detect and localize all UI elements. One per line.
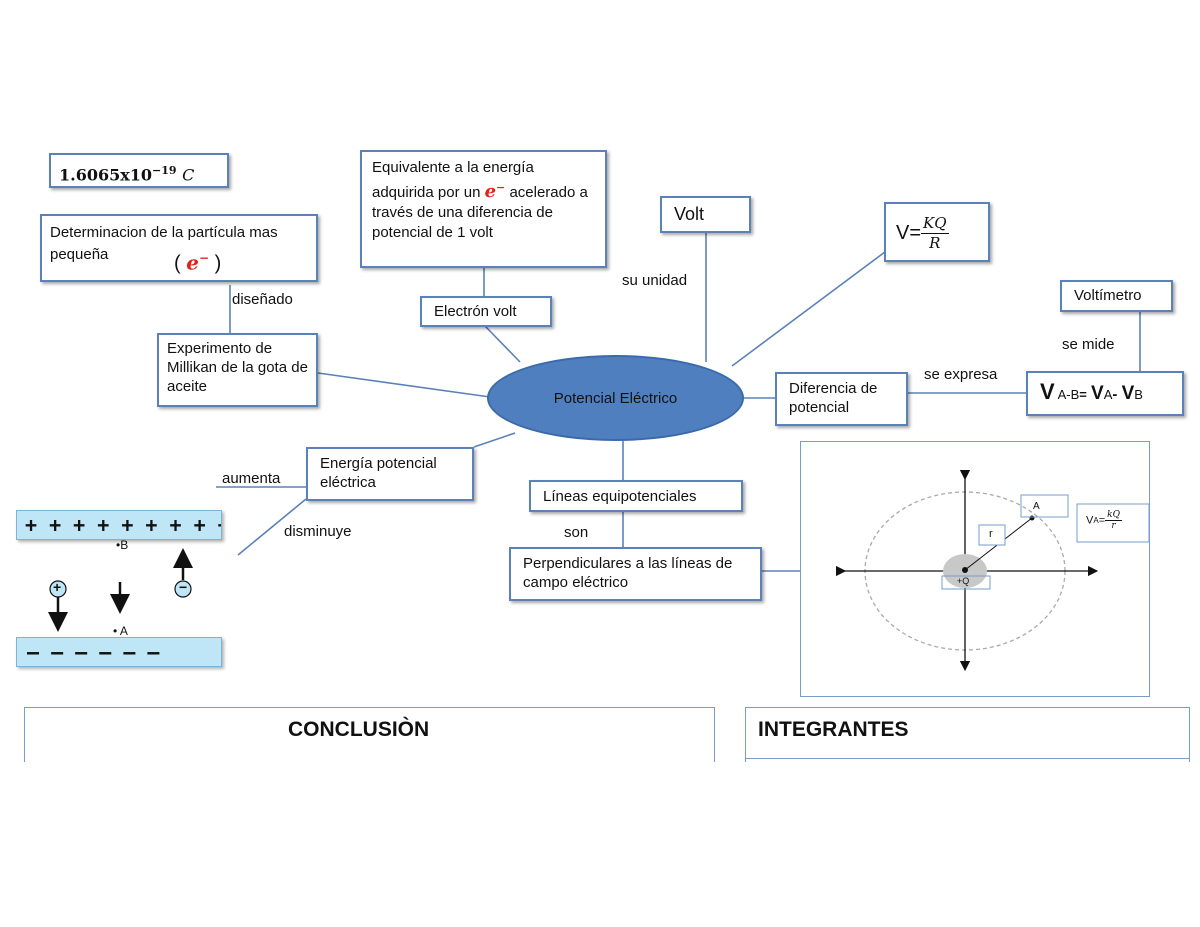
field-formula-den: r (1111, 521, 1116, 531)
point-a-dot (1029, 515, 1035, 521)
vab-sub-b: B (1134, 387, 1143, 402)
equivalente-text-1: Equivalente a la energía adquirida por u… (372, 159, 534, 201)
field-diagram-svg (835, 469, 1149, 672)
perpendiculares-box: Perpendiculares a las líneas de campo el… (509, 547, 762, 601)
formula-v-den: R (929, 234, 941, 252)
diferencia-text: Diferencia de potencial (789, 380, 878, 416)
determinacion-text: Determinacion de la partícula mas pequeñ… (50, 224, 278, 263)
integrantes-divider (746, 758, 1189, 759)
voltimetro-text: Voltímetro (1074, 287, 1142, 304)
central-node-label: Potencial Eléctrico (553, 389, 678, 407)
vab-box: V A-B= VA- VB (1026, 371, 1184, 416)
label-aumenta: aumenta (222, 470, 281, 487)
point-a-label: • A (113, 624, 128, 638)
charge-label-box (941, 575, 991, 590)
integrantes-panel: INTEGRANTES (745, 707, 1190, 762)
integrantes-title: INTEGRANTES (758, 718, 909, 741)
negative-plate: — — — — — — (16, 637, 222, 667)
central-node: Potencial Eléctrico (487, 355, 744, 441)
paren-open: ( (174, 252, 181, 275)
electron-volt-text: Electrón volt (434, 303, 517, 320)
equivalente-e-sup: − (496, 181, 506, 194)
paren-close: ) (214, 252, 222, 275)
lineas-text: Líneas equipotenciales (543, 488, 697, 505)
label-se-mide: se mide (1062, 336, 1115, 353)
vab-eq: = (1079, 387, 1087, 402)
vab-sub-ab: A-B (1054, 387, 1080, 402)
vab-VA: V (1091, 383, 1104, 404)
lineas-box: Líneas equipotenciales (529, 480, 743, 512)
charge-value: 1.6065x10 (59, 165, 153, 185)
energia-text: Energía potencial eléctrica (320, 455, 437, 491)
vab-minus: - (1112, 386, 1118, 403)
label-se-expresa: se expresa (924, 366, 998, 383)
vab-VB: V (1121, 383, 1135, 404)
positive-plate-signs: + + + + + + + + + + (25, 513, 221, 537)
conclusion-panel: CONCLUSIÒN (24, 707, 715, 762)
voltimetro-box: Voltímetro (1060, 280, 1173, 312)
field-formula-v: V (1086, 514, 1094, 527)
formula-v-num: KQ (921, 214, 949, 234)
charge-unit: C (182, 165, 195, 185)
field-formula-eq: = (1098, 514, 1106, 527)
determinacion-box: Determinacion de la partícula mas pequeñ… (40, 214, 318, 282)
electron-charge-box: 1.6065x10−19 C (49, 153, 229, 188)
label-son: son (564, 524, 589, 541)
millikan-box: Experimento de Millikan de la gota de ac… (157, 333, 318, 407)
label-disminuye: disminuye (284, 523, 352, 540)
negative-charge-sign: − (179, 579, 188, 595)
negative-plate-signs: — — — — — — (27, 640, 160, 664)
charge-exponent: −19 (152, 164, 177, 177)
field-charge-label: +Q (957, 576, 970, 586)
label-su-unidad: su unidad (622, 272, 688, 289)
field-r-label: r (989, 528, 993, 540)
volt-box: Volt (660, 196, 751, 233)
e-letter: e (186, 250, 199, 275)
va-formula-box (1076, 503, 1149, 543)
positive-plate: + + + + + + + + + + (16, 510, 222, 540)
equivalente-text-2: acelerado a través de una diferencia de … (372, 184, 588, 241)
positive-charge-sign: + (53, 579, 62, 595)
e-sup: − (198, 251, 210, 265)
conclusion-title: CONCLUSIÒN (288, 718, 430, 741)
label-disenado: diseñado (232, 291, 293, 308)
equivalente-e: e (484, 181, 497, 202)
field-point-a: A (1033, 501, 1040, 512)
perpendiculares-text: Perpendiculares a las líneas de campo el… (523, 555, 733, 591)
a-label-box (1020, 494, 1069, 518)
r-label-box (978, 524, 1006, 546)
electron-volt-box: Electrón volt (420, 296, 552, 327)
vab-V: V (1040, 379, 1055, 404)
millikan-text: Experimento de Millikan de la gota de ac… (167, 340, 308, 395)
formula-v-lhs: V= (896, 222, 922, 244)
field-formula-sub: A (1093, 516, 1099, 525)
energia-box: Energía potencial eléctrica (306, 447, 474, 501)
equivalente-box: Equivalente a la energía adquirida por u… (360, 150, 607, 268)
volt-text: Volt (674, 204, 705, 224)
vab-sub-a: A (1103, 387, 1113, 402)
diferencia-box: Diferencia de potencial (775, 372, 908, 426)
point-b-label: •B (116, 538, 129, 552)
field-formula-num: kQ (1105, 510, 1122, 521)
electron-symbol: ( e− ) (174, 249, 221, 274)
